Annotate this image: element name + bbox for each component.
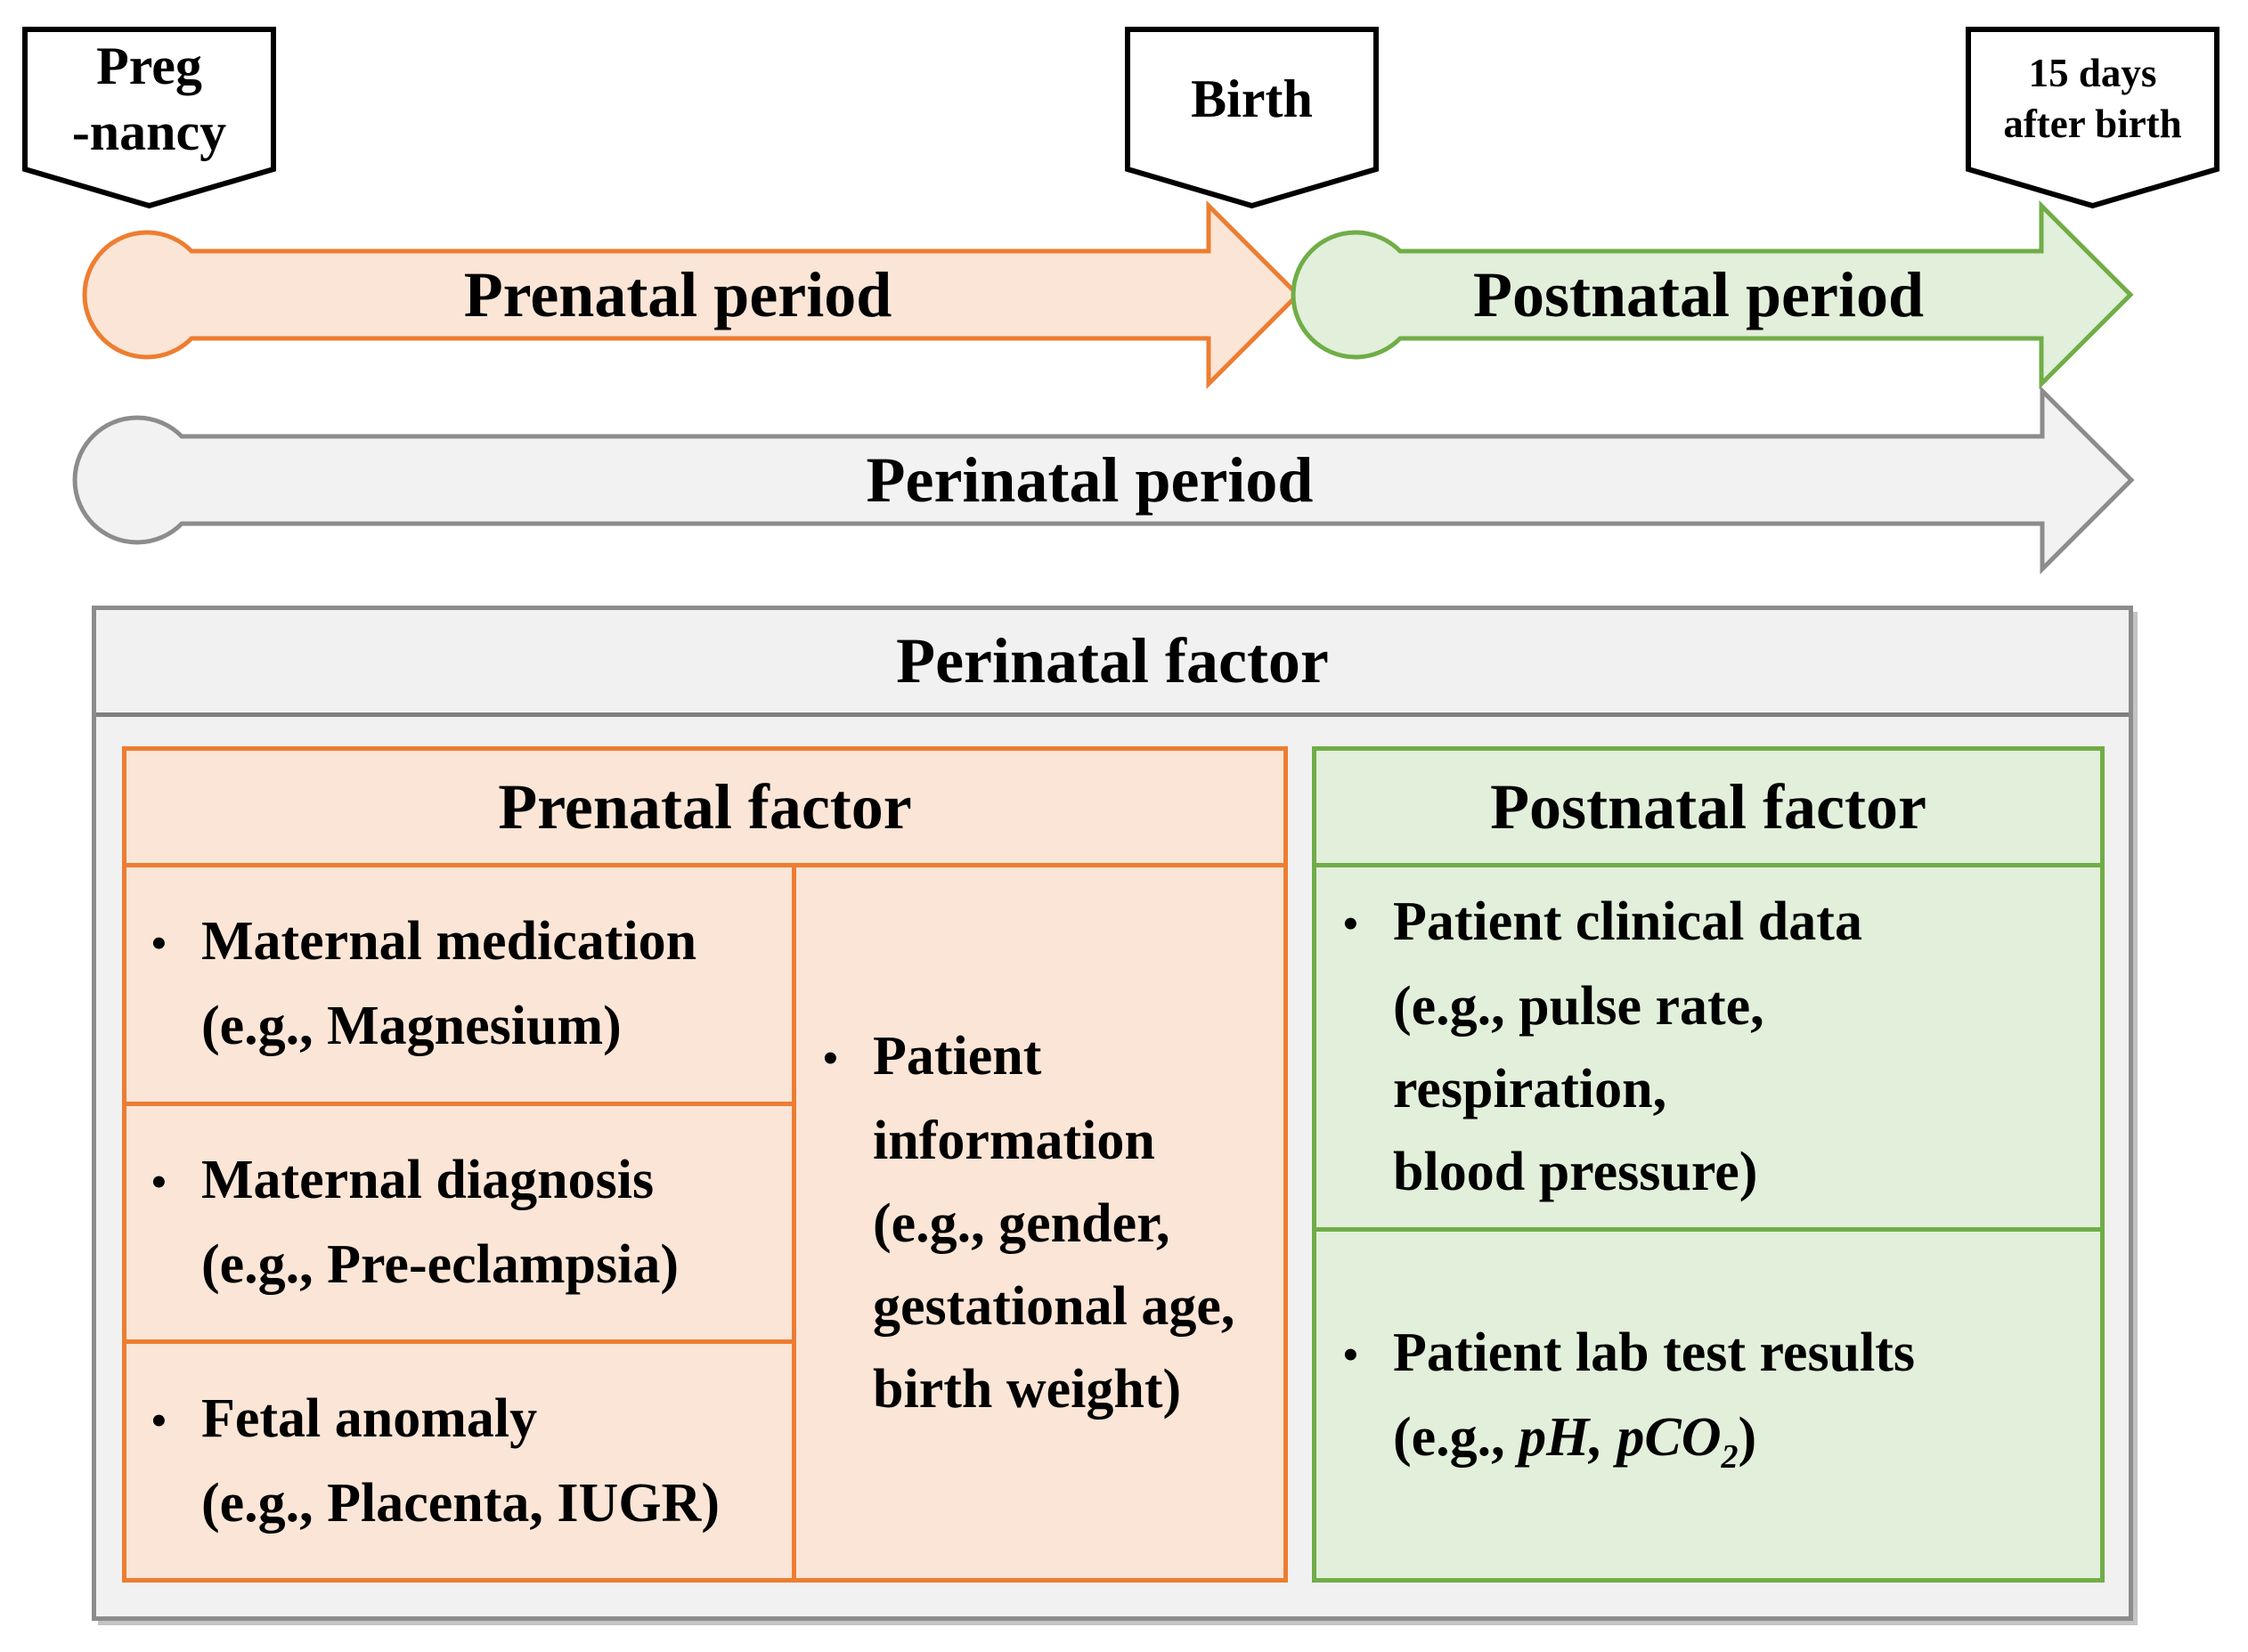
milestone-line: -nancy — [71, 102, 227, 161]
prenatal-factor-cell-column: • Maternal medication (e.g., Magnesium) •… — [126, 867, 796, 1578]
bullet-icon: • — [151, 1159, 167, 1206]
milestone-line: after birth — [2003, 102, 2182, 146]
cell-text: ) — [1738, 1406, 1757, 1468]
pentagon-outline — [1125, 27, 1379, 209]
cell-patient-lab-test-results: • Patient lab test results (e.g., pH, pCO… — [1316, 1227, 2100, 1578]
cell-maternal-diagnosis: • Maternal diagnosis (e.g., Pre-eclampsia… — [126, 1101, 792, 1340]
cell-text: Fetal anomaly — [201, 1388, 538, 1449]
cell-text-line: (e.g., pulse rate, — [1393, 976, 1764, 1038]
perinatal-arrow-shape — [72, 386, 2135, 574]
perinatal-period-arrow — [72, 386, 2135, 574]
cell-text-line: (e.g., Magnesium) — [201, 996, 622, 1057]
postnatal-period-arrow — [1291, 200, 2134, 389]
prenatal-period-arrow — [82, 200, 1301, 389]
cell-text-line: • Patient clinical data — [1343, 881, 2100, 965]
pentagon-flag-shape — [22, 27, 276, 209]
cell-text: Patient — [873, 1025, 1042, 1086]
milestone-line: Preg — [96, 37, 202, 95]
pentagon-outline — [1966, 27, 2219, 209]
cell-text-line: (e.g., Pre-eclampsia) — [201, 1234, 679, 1295]
cell-text-line: (e.g., pH, pCO2) — [1343, 1396, 2100, 1499]
milestone-birth: Birth — [1125, 27, 1379, 209]
milestone-pregnancy: Preg -nancy — [22, 27, 276, 209]
cell-text-line: information — [873, 1110, 1155, 1171]
cell-text-line: • Patient — [823, 1015, 1283, 1100]
cell-text: Patient lab test results — [1393, 1322, 1916, 1383]
cell-text-line: (e.g., Placenta, IUGR) — [201, 1472, 720, 1534]
cell-text: Maternal medication — [201, 911, 697, 972]
pentagon-flag-shape — [1966, 27, 2219, 209]
milestone-line: Birth — [1191, 69, 1313, 128]
pentagon-flag-shape — [1125, 27, 1379, 209]
pentagon-outline — [22, 27, 276, 209]
bullet-icon: • — [823, 1034, 838, 1082]
milestone-pregnancy-text: Preg -nancy — [22, 27, 276, 171]
postnatal-arrow-shape — [1291, 200, 2134, 389]
cell-patient-information: • Patient information (e.g., gender, gest… — [796, 867, 1283, 1578]
cell-text-line: • Fetal anomaly — [151, 1378, 788, 1462]
milestone-15-days-text: 15 days after birth — [1966, 27, 2219, 171]
prenatal-arrow-shape — [82, 200, 1301, 389]
cell-fetal-anomaly: • Fetal anomaly (e.g., Placenta, IUGR) — [126, 1339, 792, 1578]
milestone-15-days-after-birth: 15 days after birth — [1966, 27, 2219, 209]
milestone-line: 15 days — [2028, 51, 2157, 95]
prenatal-period-label: Prenatal period — [463, 258, 892, 330]
milestone-birth-text: Birth — [1125, 27, 1379, 171]
postnatal-factor-content: • Patient clinical data (e.g., pulse rate… — [1316, 867, 2100, 1578]
postnatal-factor-title: Postnatal factor — [1316, 751, 2100, 867]
cell-text: Maternal diagnosis — [201, 1150, 655, 1210]
cell-text-line: • Maternal medication — [151, 900, 788, 985]
cell-text-line: blood pressure) — [1393, 1142, 1758, 1203]
math-text: pH, pCO — [1519, 1406, 1722, 1468]
cell-text: Patient clinical data — [1393, 891, 1862, 953]
cell-text-line: • Patient lab test results — [1343, 1312, 2100, 1396]
cell-maternal-medication: • Maternal medication (e.g., Magnesium) — [126, 867, 792, 1102]
postnatal-factor-panel: Postnatal factor • Patient clinical data … — [1312, 746, 2105, 1583]
bullet-icon: • — [1343, 900, 1358, 948]
cell-text-line: • Maternal diagnosis — [151, 1139, 788, 1224]
cell-text-line: respiration, — [1393, 1059, 1667, 1120]
bullet-icon: • — [1343, 1331, 1358, 1379]
math-subscript: 2 — [1721, 1437, 1739, 1476]
bullet-icon: • — [151, 1396, 167, 1444]
prenatal-factor-title: Prenatal factor — [126, 751, 1283, 867]
perinatal-period-label: Perinatal period — [866, 444, 1314, 516]
cell-patient-clinical-data: • Patient clinical data (e.g., pulse rate… — [1316, 867, 2100, 1227]
bullet-icon: • — [151, 920, 167, 968]
cell-text-line: gestational age, — [873, 1275, 1235, 1337]
perinatal-factor-title: Perinatal factor — [96, 610, 2129, 717]
prenatal-factor-panel: Prenatal factor • Maternal medication (e.… — [122, 746, 1288, 1583]
cell-text-line: birth weight) — [873, 1358, 1182, 1420]
postnatal-period-label: Postnatal period — [1472, 258, 1924, 330]
prenatal-factor-content: • Maternal medication (e.g., Magnesium) •… — [126, 867, 1283, 1578]
cell-text-line: (e.g., gender, — [873, 1192, 1170, 1254]
cell-text: (e.g., — [1393, 1406, 1519, 1468]
